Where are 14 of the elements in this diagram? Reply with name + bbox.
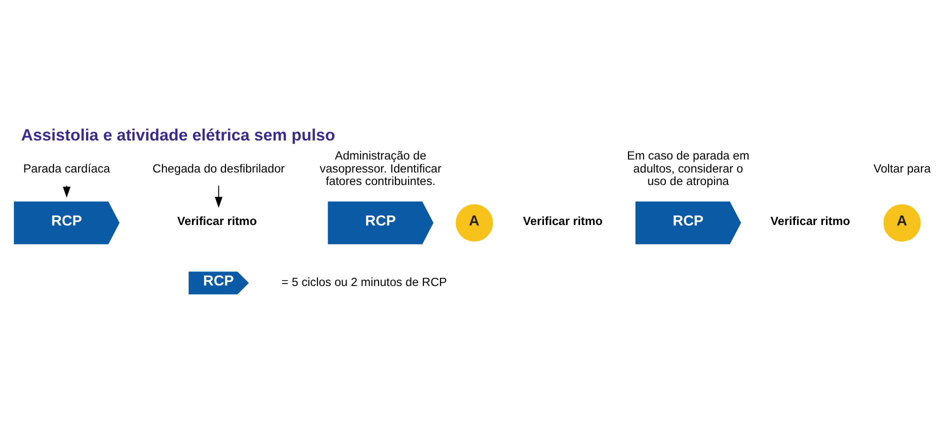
node-label: Administração de vasopressor. Identificar fatores contribuintes.: [320, 148, 442, 188]
diagram-title: Assistolia e atividade elétrica sem pulso: [21, 126, 336, 144]
node-text: Verificar ritmo: [523, 214, 603, 228]
label: RCP: [203, 273, 234, 290]
node-label: Em caso de parada em adultos, considerar o uso de atropina: [627, 148, 750, 188]
node-text: Chegada do desfibrilador: [152, 160, 285, 175]
arrow: [214, 184, 222, 208]
node-circle: A: [883, 204, 921, 242]
node-text: Verificar ritmo: [770, 214, 850, 228]
node-text: Verificar ritmo: [177, 214, 257, 228]
node-circle: A: [456, 204, 494, 242]
node-label: Voltar para: [873, 160, 931, 175]
node-text: Parada cardíaca: [23, 160, 110, 175]
legend-label: = 5 ciclos ou 2 minutos de RCP: [282, 274, 447, 289]
